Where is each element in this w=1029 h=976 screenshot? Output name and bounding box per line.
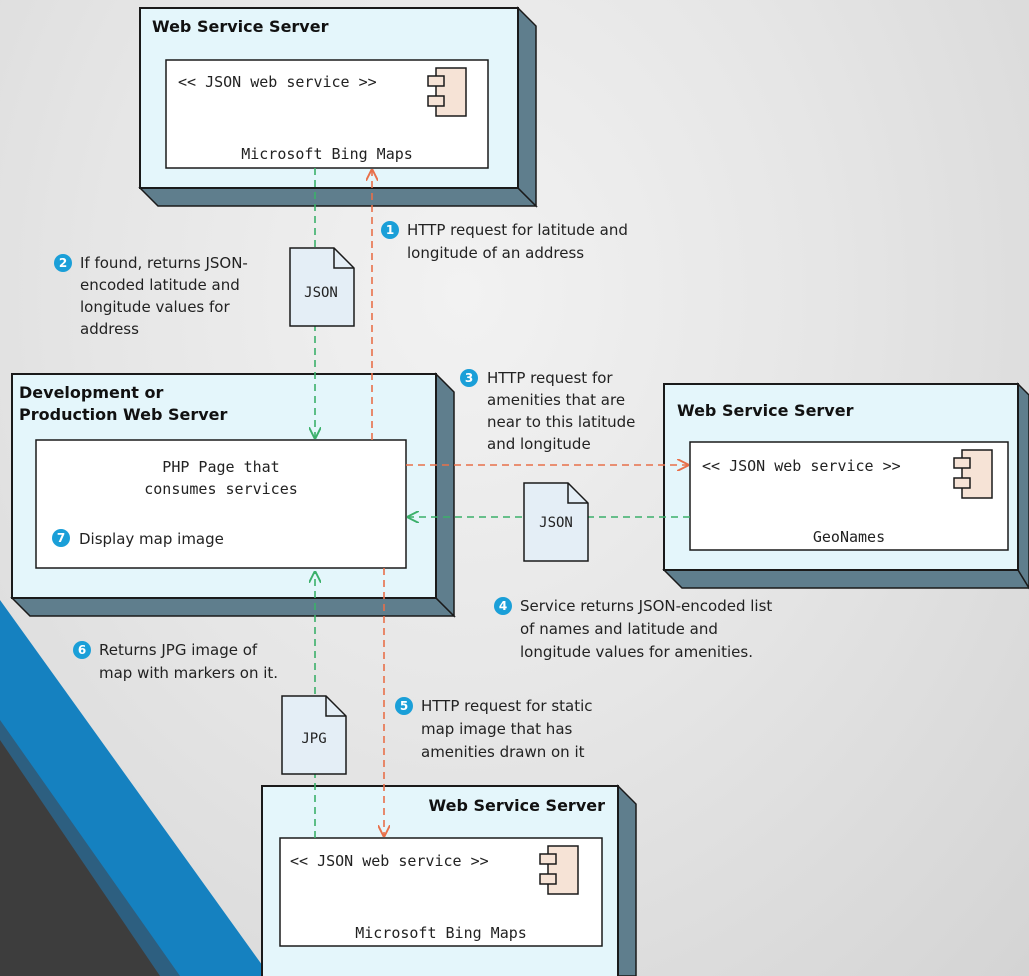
step-number: 3 — [465, 371, 473, 385]
document-label: JSON — [539, 515, 573, 531]
step-text-line: Service returns JSON-encoded list — [520, 597, 772, 615]
document-jpg: JPG — [281, 695, 347, 775]
step-number: 5 — [400, 699, 408, 713]
document-label: JPG — [301, 731, 326, 747]
step-number: 6 — [78, 643, 86, 657]
slide-accent — [0, 600, 270, 976]
step-text-line: If found, returns JSON- — [80, 254, 248, 272]
service-name: GeoNames — [813, 528, 885, 546]
step-text-line: HTTP request for latitude and — [407, 221, 628, 239]
step-7: 7 Display map image — [52, 529, 224, 548]
step-text-line: HTTP request for — [487, 369, 613, 387]
step-2: 2 If found, returns JSON- encoded latitu… — [54, 254, 248, 338]
component-icon — [427, 67, 467, 117]
step-text-line: near to this latitude — [487, 413, 635, 431]
step-text-line: longitude values for — [80, 298, 230, 316]
step-4: 4 Service returns JSON-encoded list of n… — [494, 597, 772, 661]
step-number: 7 — [57, 531, 65, 545]
step-5: 5 HTTP request for static map image that… — [395, 697, 593, 761]
server-title: Web Service Server — [429, 796, 606, 815]
step-1: 1 HTTP request for latitude and longitud… — [381, 221, 628, 262]
stereotype-label: << JSON web service >> — [178, 73, 377, 91]
step-6: 6 Returns JPG image of map with markers … — [73, 641, 278, 682]
component-icon — [539, 845, 579, 895]
step-text-line: of names and latitude and — [520, 620, 718, 638]
server-dev: Development or Production Web Server PHP… — [10, 372, 456, 618]
stereotype-label: << JSON web service >> — [290, 852, 489, 870]
document-json-2: JSON — [523, 482, 589, 562]
step-text-line: longitude values for amenities. — [520, 643, 753, 661]
document-json-1: JSON — [289, 247, 355, 327]
server-title-line2: Production Web Server — [19, 405, 228, 424]
step-text-line: map with markers on it. — [99, 664, 278, 682]
document-label: JSON — [304, 285, 338, 301]
server-title: Web Service Server — [677, 401, 854, 420]
step-number: 2 — [59, 256, 67, 270]
step-text-line: HTTP request for static — [421, 697, 593, 715]
php-page — [35, 439, 407, 569]
step-text-line: amenities drawn on it — [421, 743, 585, 761]
component-icon — [953, 449, 993, 499]
stereotype-label: << JSON web service >> — [702, 457, 901, 475]
step-number: 1 — [386, 223, 394, 237]
server-title-line1: Development or — [19, 383, 163, 402]
step-text-line: longitude of an address — [407, 244, 584, 262]
php-page-line2: consumes services — [144, 480, 298, 498]
step-text-line: map image that has — [421, 720, 573, 738]
step-text-line: encoded latitude and — [80, 276, 240, 294]
service-name: Microsoft Bing Maps — [241, 145, 413, 163]
server-geonames: Web Service Server << JSON web service >… — [662, 382, 1029, 590]
server-title: Web Service Server — [152, 17, 329, 36]
step-3: 3 HTTP request for amenities that are ne… — [460, 369, 635, 453]
step-text-line: Returns JPG image of — [99, 641, 258, 659]
step-text-line: amenities that are — [487, 391, 625, 409]
step-text-line: and longitude — [487, 435, 591, 453]
php-page-line1: PHP Page that — [162, 458, 279, 476]
server-bing-bottom: Web Service Server << JSON web service >… — [261, 784, 637, 976]
server-bing-top: Web Service Server << JSON web service >… — [138, 6, 538, 208]
service-name: Microsoft Bing Maps — [355, 924, 527, 942]
step-text-line: address — [80, 320, 139, 338]
step-number: 4 — [499, 599, 507, 613]
step-text-line: Display map image — [79, 530, 224, 548]
